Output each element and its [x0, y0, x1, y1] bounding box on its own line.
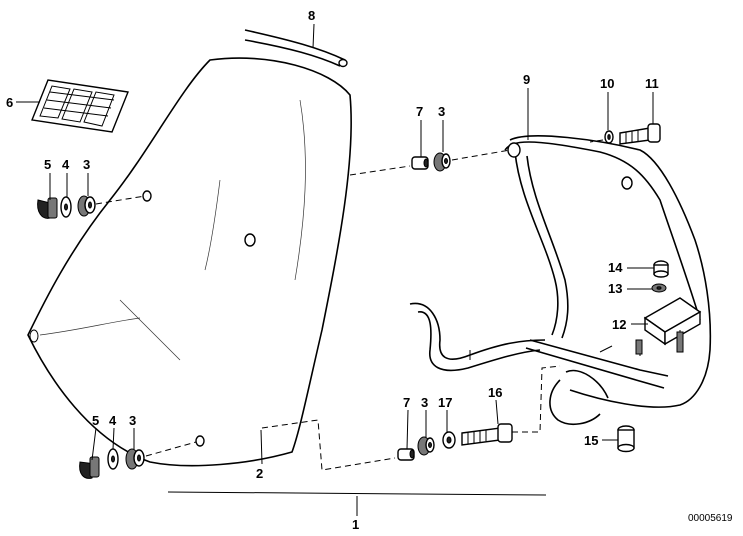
nut-14 [653, 260, 669, 278]
upper-left-fasteners [37, 195, 146, 219]
callout-2: 2 [256, 466, 263, 481]
callout-6: 6 [6, 95, 13, 110]
callout-3-upper-mid: 3 [438, 104, 445, 119]
spacer-sleeve-lower [397, 448, 415, 461]
washer-10 [604, 130, 614, 144]
callout-10: 10 [600, 76, 614, 91]
callout-8: 8 [308, 8, 315, 23]
edge-trim [244, 29, 348, 68]
rubber-buffer-12 [635, 297, 702, 356]
callout-11: 11 [645, 76, 659, 91]
callout-1: 1 [352, 517, 359, 532]
callout-7-lower: 7 [403, 395, 410, 410]
callout-14: 14 [608, 260, 623, 275]
rubber-grommet-upper [77, 195, 96, 217]
screw-16 [461, 423, 513, 446]
mounting-bracket [409, 135, 712, 426]
windshield [27, 57, 352, 467]
sleeve-15 [617, 425, 635, 453]
leader-lines [16, 23, 654, 516]
callouts: 1 2 8 6 5 4 3 5 4 3 7 3 9 10 11 14 13 12… [6, 8, 733, 532]
callout-5-upper: 5 [44, 157, 51, 172]
callout-3-lower-mid: 3 [421, 395, 428, 410]
assembly-line [167, 491, 547, 496]
screw-11 [619, 123, 661, 145]
lower-left-fasteners [79, 441, 197, 479]
grommet-lower-mid [417, 436, 435, 456]
callout-12: 12 [612, 317, 626, 332]
rubber-grommet-lower [125, 448, 145, 470]
windshield-lower-hole [195, 435, 205, 447]
washer-17 [442, 431, 456, 449]
washer-upper [60, 196, 72, 218]
callout-3-lower-left: 3 [129, 413, 136, 428]
grommet-upper-mid [433, 152, 451, 172]
reference-code: 00005619 [688, 513, 733, 524]
spacer-sleeve-upper [411, 156, 429, 170]
callout-13: 13 [608, 281, 622, 296]
callout-4-lower: 4 [109, 413, 117, 428]
vent-grille [31, 79, 129, 133]
washer-13 [651, 283, 667, 293]
callout-16: 16 [488, 385, 502, 400]
acorn-nut-lower [79, 456, 100, 479]
callout-17: 17 [438, 395, 452, 410]
windshield-center-hole [244, 233, 256, 247]
callout-15: 15 [584, 433, 598, 448]
callout-4-upper: 4 [62, 157, 70, 172]
callout-3-upper-left: 3 [83, 157, 90, 172]
washer-lower [107, 448, 119, 470]
callout-7-upper: 7 [416, 104, 423, 119]
acorn-nut-upper [37, 197, 58, 219]
upper-middle-fasteners [349, 149, 511, 176]
callout-9: 9 [523, 72, 530, 87]
lower-middle-fasteners [261, 365, 561, 471]
callout-5-lower: 5 [92, 413, 99, 428]
windshield-upper-hole [142, 190, 152, 202]
